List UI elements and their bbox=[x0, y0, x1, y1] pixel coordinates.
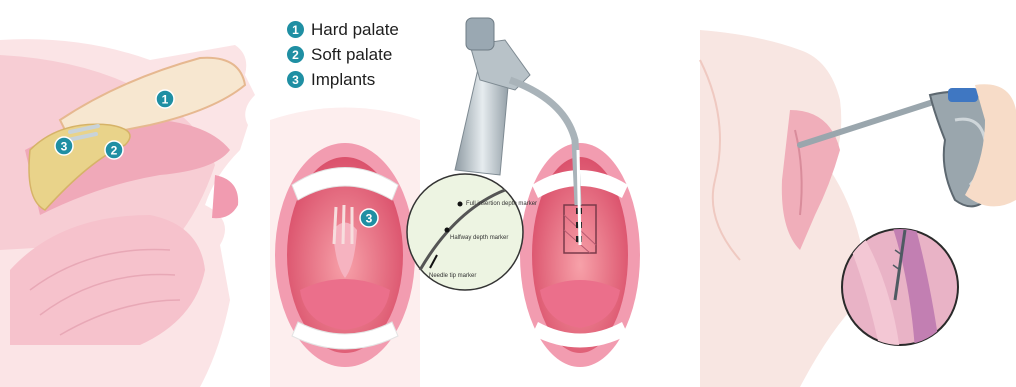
mouth-callout-number: 3 bbox=[366, 212, 373, 226]
callout-2-number: 2 bbox=[111, 144, 118, 158]
legend: 1 Hard palate 2 Soft palate 3 Implants bbox=[287, 18, 399, 93]
legend-badge-3: 3 bbox=[287, 71, 304, 88]
callout-1-number: 1 bbox=[162, 93, 169, 107]
legend-badge-2: 2 bbox=[287, 46, 304, 63]
label-halfway: Halfway depth marker bbox=[450, 235, 508, 241]
legend-badge-1: 1 bbox=[287, 21, 304, 38]
sagittal-view-panel: 1 2 3 bbox=[0, 39, 255, 387]
implant-rod-1 bbox=[334, 207, 336, 244]
label-needle-tip: Needle tip marker bbox=[429, 273, 476, 279]
profile-view-panel bbox=[700, 30, 1016, 387]
legend-item-soft-palate: 2 Soft palate bbox=[287, 43, 399, 66]
legend-item-implants: 3 Implants bbox=[287, 68, 399, 91]
legend-label-soft-palate: Soft palate bbox=[311, 45, 392, 65]
open-mouth-implants-panel: 3 bbox=[270, 108, 420, 387]
legend-label-hard-palate: Hard palate bbox=[311, 20, 399, 40]
label-full-insertion: Full insertion depth marker bbox=[466, 201, 537, 207]
face-profile bbox=[700, 30, 860, 387]
legend-item-hard-palate: 1 Hard palate bbox=[287, 18, 399, 41]
insertion-tool-panel: Full insertion depth marker Halfway dept… bbox=[407, 18, 640, 367]
legend-label-implants: Implants bbox=[311, 70, 375, 90]
implant-rod-2 bbox=[343, 205, 344, 244]
lips bbox=[212, 175, 238, 218]
callout-3-number: 3 bbox=[61, 140, 68, 154]
